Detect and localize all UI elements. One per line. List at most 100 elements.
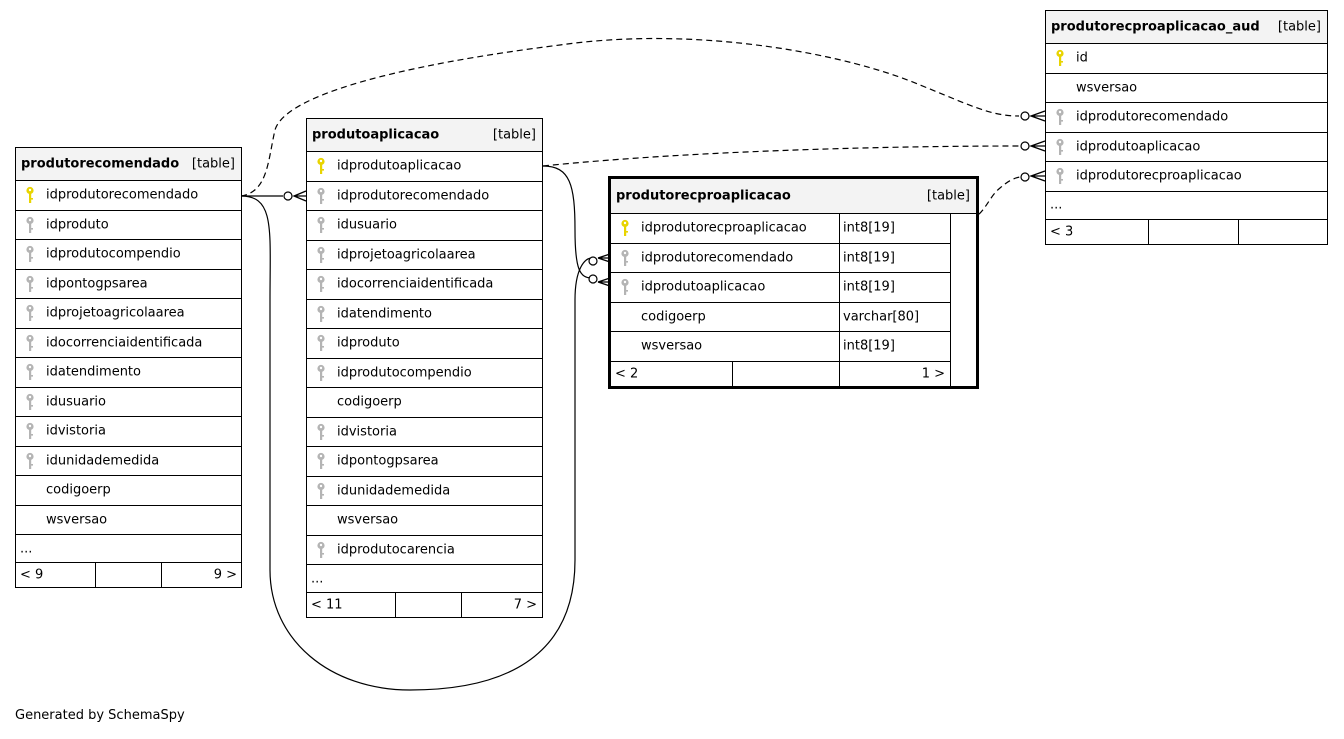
column-row[interactable]: idprodutoaplicacao — [307, 152, 542, 182]
foreign-key-icon — [25, 422, 35, 440]
column-name: id — [1076, 50, 1088, 66]
column-row[interactable]: wsversao — [1046, 74, 1327, 103]
column-row[interactable]: idprodutocarencia — [307, 536, 542, 565]
column-row[interactable]: codigoerp — [16, 476, 241, 506]
foreign-key-icon — [25, 275, 35, 293]
column-name: idproduto — [337, 335, 400, 351]
column-name: idprodutoaplicacao — [337, 158, 462, 174]
column-name: wsversao — [337, 512, 399, 528]
column-row[interactable]: idprodutorecproaplicacao — [1046, 162, 1327, 192]
column-name: idvistoria — [46, 423, 106, 439]
column-row[interactable]: idprodutorecomendado — [16, 181, 241, 211]
primary-key-icon — [316, 157, 326, 175]
column-row[interactable]: idprodutorecomendado — [307, 182, 542, 211]
column-name: idprodutorecomendado — [1076, 109, 1229, 125]
parents-count[interactable]: < 11 — [311, 597, 343, 613]
column-row[interactable]: wsversao — [307, 506, 542, 536]
column-row[interactable]: id — [1046, 44, 1327, 74]
table-name: produtorecomendado — [21, 156, 180, 172]
more-columns-ellipsis: ... — [16, 535, 241, 563]
foreign-key-icon — [1055, 167, 1065, 185]
column-row[interactable]: idatendimento — [16, 358, 241, 388]
column-name: idvistoria — [337, 424, 397, 440]
table-footer: < 2 1 > — [611, 361, 950, 386]
column-name: idprodutorecproaplicacao — [1076, 168, 1242, 184]
table-produtoaplicacao[interactable]: produtoaplicacao [table] idprodutoaplica… — [306, 118, 543, 618]
column-name: idprojetoagricolaarea — [337, 247, 476, 263]
foreign-key-icon — [25, 216, 35, 234]
column-row[interactable]: idocorrenciaidentificada — [307, 270, 542, 300]
optional-circle — [588, 256, 598, 266]
column-row[interactable]: codigoerp — [307, 388, 542, 418]
column-name: wsversao — [46, 512, 108, 528]
column-name: idproduto — [46, 217, 109, 233]
implied-line-aud-produtorecomendado — [240, 37, 1020, 197]
table-footer: < 11 7 > — [307, 593, 542, 617]
parents-count[interactable]: < 9 — [20, 567, 44, 583]
column-row[interactable]: idunidademedida — [307, 477, 542, 506]
column-type: int8[19] — [843, 250, 895, 266]
table-header: produtorecomendado [table] — [16, 148, 241, 181]
column-row[interactable]: idunidademedida — [16, 447, 241, 476]
table-header: produtorecproaplicacao [table] — [611, 179, 976, 214]
foreign-key-icon — [316, 482, 326, 500]
column-row[interactable]: idprojetoagricolaarea — [16, 299, 241, 329]
column-row[interactable]: idusuario — [307, 211, 542, 241]
children-count[interactable]: 1 > — [921, 366, 945, 381]
table-kind: [table] — [191, 156, 235, 172]
column-row[interactable]: idusuario — [16, 388, 241, 417]
children-count[interactable]: 7 > — [513, 597, 537, 613]
parents-count[interactable]: < 2 — [615, 366, 639, 381]
column-name: idprodutoaplicacao — [1076, 139, 1201, 155]
parents-count[interactable]: < 3 — [1050, 224, 1074, 239]
optional-circle — [283, 191, 293, 201]
column-row[interactable]: idprodutorecomendado — [1046, 103, 1327, 133]
column-name: idpontogpsarea — [46, 276, 148, 292]
foreign-key-icon — [25, 334, 35, 352]
crow-foot — [1029, 170, 1046, 182]
column-name: wsversao — [641, 338, 703, 354]
column-name: idprodutorecproaplicacao — [641, 220, 807, 236]
children-count[interactable]: 9 > — [213, 567, 237, 583]
column-row[interactable]: idprodutoaplicacao — [1046, 133, 1327, 162]
column-list: idprodutorecomendado idproduto idprodutoco… — [16, 181, 241, 535]
column-name: wsversao — [1076, 80, 1138, 96]
column-row[interactable]: idvistoria — [307, 418, 542, 447]
column-row[interactable]: idprodutocompendio — [16, 240, 241, 270]
table-produtorecproaplicacao[interactable]: produtorecproaplicacao [table] idproduto… — [608, 176, 979, 389]
crow-foot — [292, 190, 307, 202]
column-row[interactable]: idproduto — [16, 211, 241, 240]
table-kind: [table] — [926, 188, 970, 204]
column-row[interactable]: idprojetoagricolaarea — [307, 241, 542, 270]
column-name: idprojetoagricolaarea — [46, 305, 185, 321]
primary-key-icon — [620, 219, 630, 237]
column-row[interactable]: idprodutocompendio — [307, 359, 542, 388]
column-name: idunidademedida — [46, 453, 160, 469]
column-row[interactable]: idpontogpsarea — [307, 447, 542, 477]
fk-line-recpro-produtoaplicacao — [542, 165, 593, 279]
crow-foot — [1029, 110, 1046, 122]
column-row[interactable]: idatendimento — [307, 300, 542, 329]
column-row[interactable]: idocorrenciaidentificada — [16, 329, 241, 358]
foreign-key-icon — [1055, 138, 1065, 156]
column-type: varchar[80] — [843, 309, 920, 325]
table-produtorecomendado[interactable]: produtorecomendado [table] idprodutoreco… — [15, 147, 242, 588]
column-row[interactable]: idpontogpsarea — [16, 270, 241, 299]
column-row[interactable]: idvistoria — [16, 417, 241, 447]
column-list: idprodutoaplicacao idprodutorecomendado id… — [307, 152, 542, 565]
column-name: idprodutorecomendado — [337, 188, 490, 204]
foreign-key-icon — [316, 541, 326, 559]
optional-circle — [1020, 172, 1030, 182]
column-row[interactable]: idproduto — [307, 329, 542, 359]
column-name: idocorrenciaidentificada — [46, 335, 203, 351]
column-name: codigoerp — [337, 394, 402, 410]
more-columns-ellipsis: ... — [307, 565, 542, 593]
column-row[interactable]: wsversao — [16, 506, 241, 535]
